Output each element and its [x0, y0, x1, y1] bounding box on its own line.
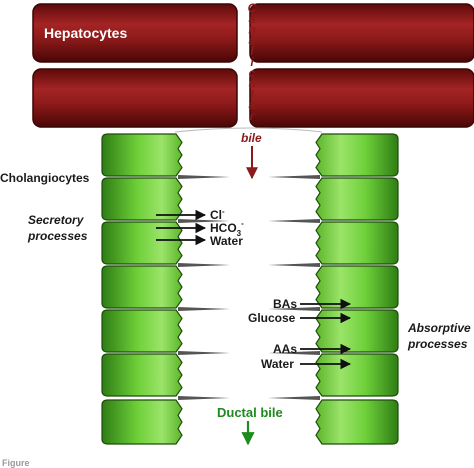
absorption-label-glucose: Glucose [248, 311, 296, 325]
secretion-label-cl: Cl- [210, 207, 225, 222]
cholangiocytes-label: Cholangiocytes [0, 171, 90, 185]
cholangiocyte-right-column [315, 133, 399, 445]
canalicular-letter: l [250, 44, 254, 58]
hepatocyte-cell [249, 3, 474, 63]
secretion-arrows: Cl- HCO3- Water [156, 207, 244, 248]
hepatocyte-layer: Hepatocytes [32, 3, 474, 128]
cholangiocyte-cell-right [315, 221, 399, 265]
tight-junction-right [268, 307, 320, 311]
cholangiocyte-cell-right [315, 133, 399, 177]
cholangiocyte-cell-right [315, 177, 399, 221]
lumen-top-edge [174, 127, 323, 133]
absorption-label-aas: AAs [273, 342, 297, 356]
cholangiocyte-cell-right [315, 399, 399, 445]
absorptive-label-line2: processes [407, 337, 468, 351]
tight-junction-left [178, 307, 230, 311]
tight-junction-right [268, 263, 320, 267]
hepatocytes-label: Hepatocytes [44, 25, 127, 41]
secretion-label-water: Water [210, 234, 243, 248]
canalicular-bile-label: bile [241, 131, 262, 145]
cholangiocyte-cell-left [101, 309, 183, 353]
cholangiocyte-cell-left [101, 265, 183, 309]
cholangiocyte-cell-left [101, 221, 183, 265]
hepatocyte-cell [32, 68, 238, 128]
absorption-label-bas: BAs [273, 297, 297, 311]
tight-junctions [178, 175, 320, 400]
figure-caption-stub: Figure [2, 458, 30, 468]
ductal-bile-label: Ductal bile [217, 405, 283, 420]
canalicular-letter: c [249, 66, 256, 80]
secretory-label-line1: Secretory [28, 213, 85, 227]
canalicular-letter: i [250, 55, 254, 69]
cholangiocyte-cell-left [101, 133, 183, 177]
canalicular-letter: a [249, 98, 256, 112]
tight-junction-right [268, 175, 320, 179]
tight-junction-left [178, 219, 230, 223]
cholangiocyte-cell-right [315, 265, 399, 309]
cholangiocyte-cell-right [315, 309, 399, 353]
canalicular-letter: u [248, 77, 256, 91]
tight-junction-left [178, 175, 230, 179]
tight-junction-right [268, 396, 320, 400]
tight-junction-right [268, 351, 320, 355]
canalicular-letter: n [248, 23, 255, 37]
hepatocyte-cell [32, 3, 238, 63]
absorptive-label-line1: Absorptive [407, 321, 471, 335]
secretory-label-line2: processes [27, 229, 88, 243]
canalicular-letter: l [250, 87, 254, 101]
cholangiocyte-cell-left [101, 353, 183, 397]
tight-junction-left [178, 263, 230, 267]
cholangiocyte-cell-right [315, 353, 399, 397]
canalicular-letter: a [249, 12, 256, 26]
cholangiocyte-cell-left [101, 399, 183, 445]
canalicular-letter: C [248, 1, 257, 15]
absorption-arrows: BAs Glucose AAs Water [248, 297, 352, 371]
canalicular-letter: r [250, 109, 256, 123]
absorption-label-water: Water [261, 357, 294, 371]
canalicular-letter: a [249, 33, 256, 47]
tight-junction-right [268, 219, 320, 223]
cholangiocyte-left-column [101, 133, 183, 445]
tight-junction-left [178, 351, 230, 355]
secretion-label-hco3: HCO3- [210, 219, 244, 238]
cholangiocyte-cell-left [101, 177, 183, 221]
tight-junction-left [178, 396, 230, 400]
hepatocyte-cell [249, 68, 474, 128]
